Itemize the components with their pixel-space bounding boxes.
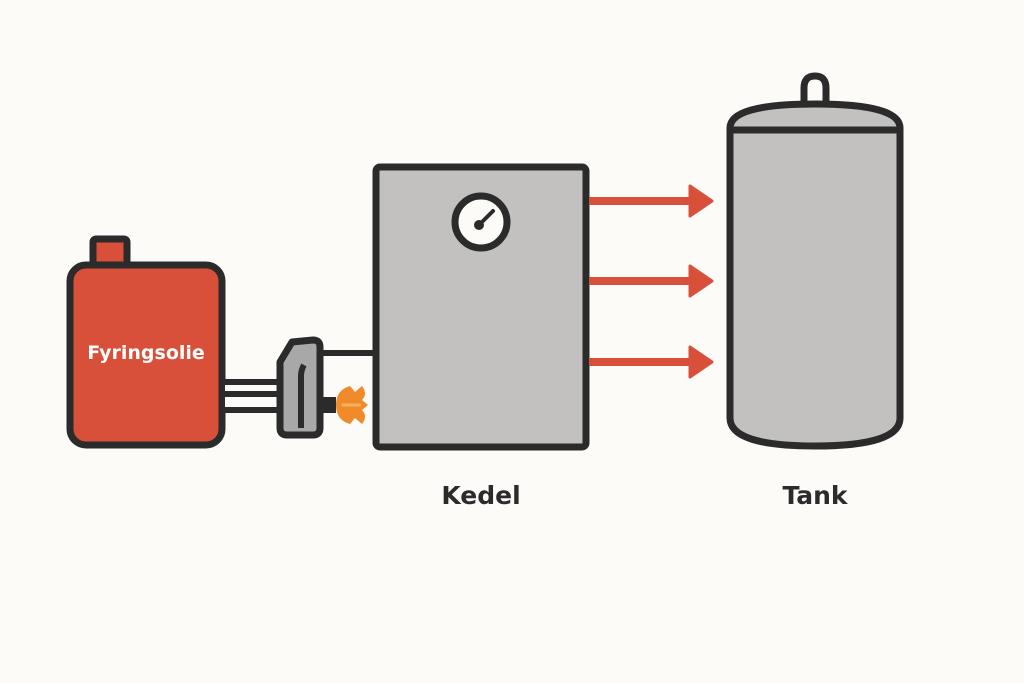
tank-body [726,100,904,450]
heat-arrow [589,345,714,379]
tank-label: Tank [782,481,848,510]
tank-hook [800,72,830,104]
heat-arrows [589,184,714,379]
storage-tank [726,72,904,450]
oil-canister-body [66,261,226,449]
gauge-icon [451,192,511,252]
oil-burner-icon [276,336,336,439]
boiler-label: Kedel [441,481,521,510]
oil-pipe-lower [219,391,283,413]
oil-canister [66,235,226,449]
boiler-body [372,163,590,451]
flame-icon [336,386,368,424]
heat-arrow [589,264,714,298]
oil-canister-label: Fyringsolie [87,342,205,364]
oil-feed-pipe [219,379,283,413]
heat-arrow [589,184,714,218]
boiler [372,163,590,451]
